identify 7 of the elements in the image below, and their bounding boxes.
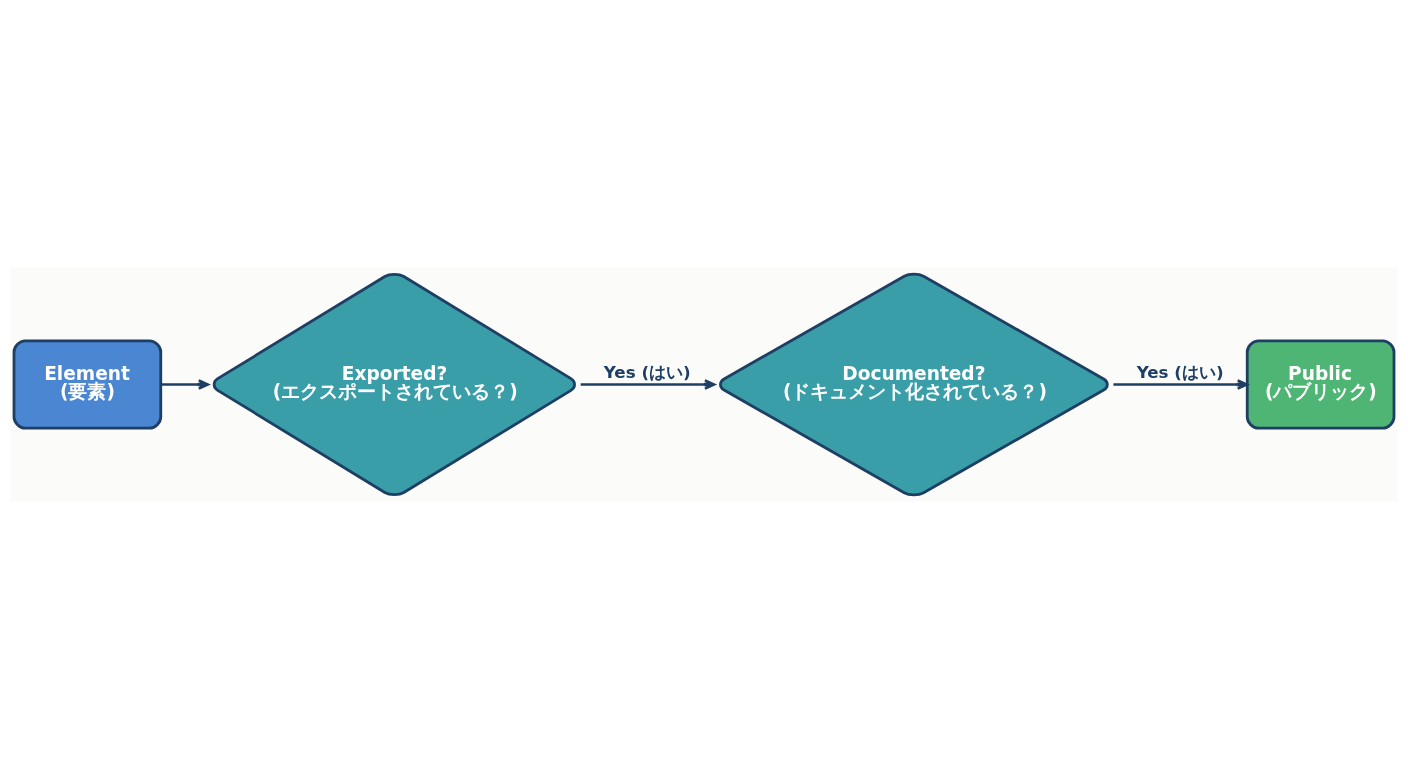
node-box: Public (パブリック) xyxy=(1245,338,1396,430)
arrow xyxy=(161,378,210,390)
edge-label: Yes (はい) xyxy=(603,361,691,382)
arrow xyxy=(580,378,716,390)
node-box: Element (要素) xyxy=(12,338,163,430)
arrow xyxy=(1113,378,1249,390)
edge-label: Yes (はい) xyxy=(1136,361,1224,382)
